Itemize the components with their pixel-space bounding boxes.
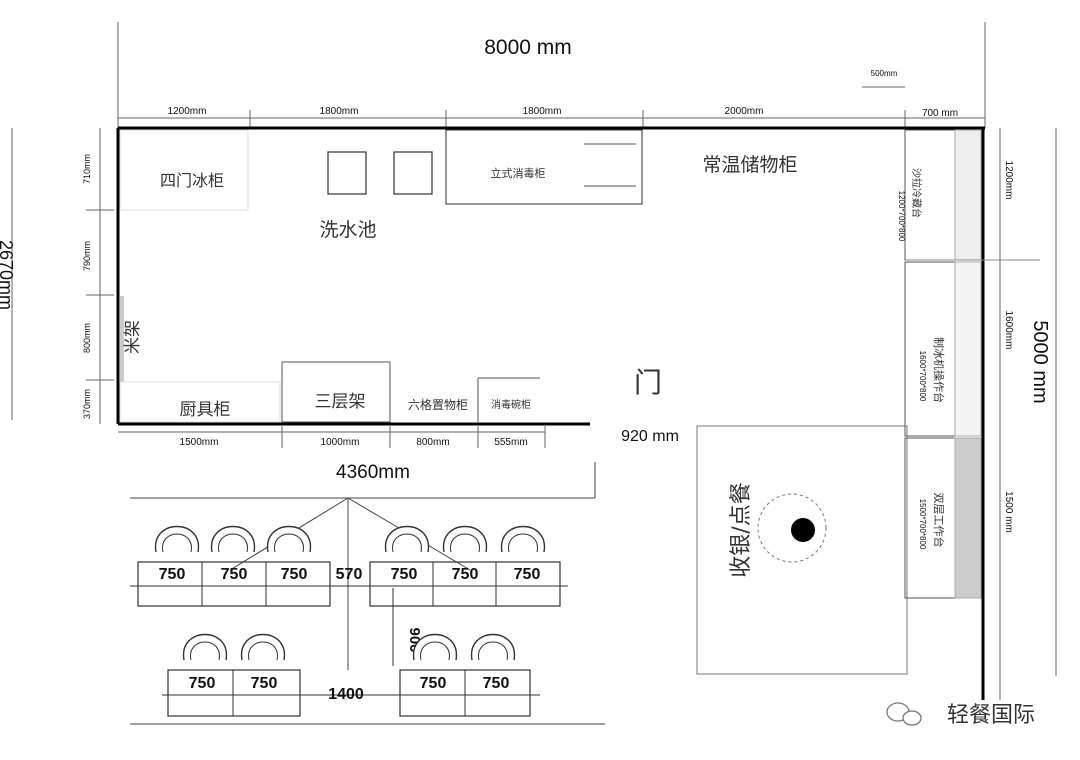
seat-width: 750 [391, 566, 418, 583]
left-total-label: 2670mm [0, 240, 16, 310]
three-shelf [281, 361, 391, 423]
kitchenware-cabinet [119, 381, 281, 423]
top-dim-2: 1800mm [320, 106, 359, 117]
disinfection-label: 立式消毒柜 [491, 166, 546, 180]
worktable-spec: 1500*700*800 [918, 499, 927, 550]
seat-width: 750 [483, 675, 510, 692]
cashier-label: 收银/点餐 [729, 482, 754, 577]
storage-label: 常温储物柜 [702, 154, 797, 176]
total-width-label: 8000 mm [484, 36, 572, 59]
top-dim-extra: 500mm [871, 69, 898, 78]
chair [384, 525, 430, 553]
seat-width: 750 [251, 675, 278, 692]
sink-basin-1 [327, 151, 367, 195]
seat-width: 750 [281, 566, 308, 583]
seat-width: 750 [189, 675, 216, 692]
smoke-cabinet-label: 消毒碗柜 [491, 398, 531, 411]
aisle-horizontal-label: 1400 [328, 686, 364, 703]
chair [182, 633, 228, 661]
watermark-text: 轻餐国际 [947, 703, 1035, 728]
gap-width: 570 [336, 566, 363, 583]
chair [470, 633, 516, 661]
bottom-dim-3: 800mm [416, 437, 449, 448]
chair [442, 525, 488, 553]
three-shelf-label: 三层架 [315, 392, 366, 412]
right-dim-2: 1600mm [1003, 311, 1014, 350]
cashier-chair [757, 493, 827, 563]
seat-width: 750 [159, 566, 186, 583]
wechat-icon [886, 702, 922, 726]
chair [210, 525, 256, 553]
left-dim-4: 370mm [82, 389, 92, 419]
top-dim-3: 1800mm [523, 106, 562, 117]
chair [154, 525, 200, 553]
freezer [119, 129, 249, 211]
right-dim-3: 1500 mm [1003, 491, 1014, 533]
right-total-label: 5000 mm [1029, 320, 1051, 403]
sink-label: 洗水池 [319, 219, 376, 241]
salad-prep-spec: 1200*700*800 [897, 191, 906, 242]
ice-machine-table [904, 261, 956, 437]
left-dim-3: 800mm [82, 323, 92, 353]
top-dim-5: 700 mm [922, 108, 958, 119]
double-worktable [904, 437, 956, 599]
chair [240, 633, 286, 661]
cashier-stool [791, 518, 815, 542]
seat-width: 750 [221, 566, 248, 583]
top-dim-1: 1200mm [168, 106, 207, 117]
bottom-dim-1: 1500mm [180, 437, 219, 448]
chair [266, 525, 312, 553]
right-dim-1: 1200mm [1003, 161, 1014, 200]
table-row1-right [369, 561, 561, 607]
table-row2-left [167, 669, 301, 717]
left-dim-1: 710mm [82, 154, 92, 184]
rice-rack [120, 296, 124, 382]
sink-basin-2 [393, 151, 433, 195]
door-label: 门 [634, 366, 662, 399]
six-cabinet-label: 六格置物柜 [408, 397, 468, 412]
table-row1-left [137, 561, 331, 607]
cabinet-label: 厨具柜 [180, 400, 231, 420]
worktable-label: 双层工作台 [932, 493, 946, 548]
chair [500, 525, 546, 553]
door-width-label: 920 mm [621, 428, 679, 445]
chair [412, 633, 458, 661]
cashier-zone [696, 425, 908, 675]
seat-width: 750 [514, 566, 541, 583]
top-dim-4: 2000mm [725, 106, 764, 117]
left-dim-2: 790mm [82, 241, 92, 271]
disinfection-cabinet [445, 129, 643, 205]
bottom-dim-4: 555mm [494, 437, 527, 448]
salad-prep-label: 沙拉冷藏台 [910, 168, 923, 218]
freezer-label: 四门冰柜 [160, 171, 224, 190]
seat-width: 750 [452, 566, 479, 583]
ice-machine-spec: 1600*700*800 [918, 351, 927, 402]
ice-machine-label: 制冰机操作台 [932, 337, 946, 403]
seat-width: 750 [420, 675, 447, 692]
bottom-dim-2: 1000mm [321, 437, 360, 448]
rack-label: 米架 [123, 320, 143, 354]
dining-width-label: 4360mm [336, 462, 410, 483]
